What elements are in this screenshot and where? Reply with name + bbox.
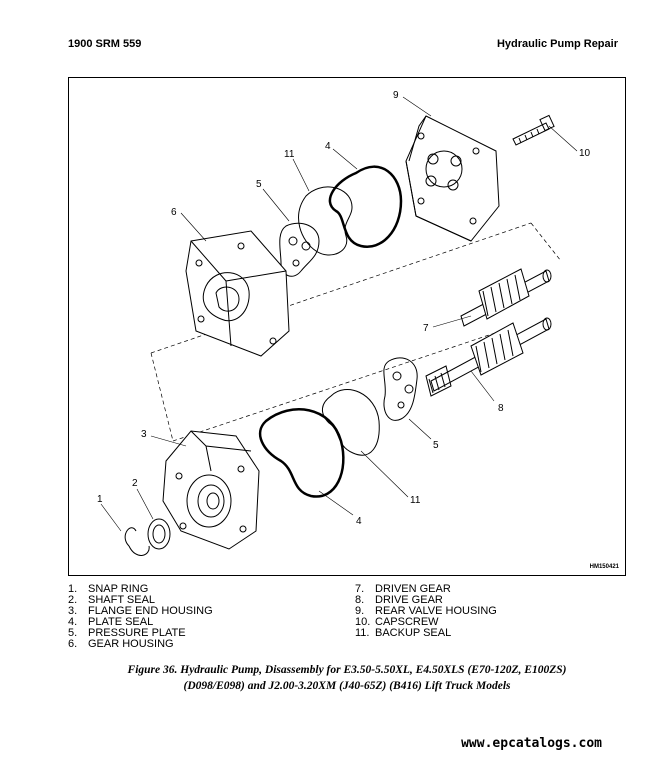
- snap-ring-part: [124, 527, 150, 556]
- legend-label: REAR VALVE HOUSING: [375, 605, 497, 617]
- legend-right-column: 7. DRIVEN GEAR 8. DRIVE GEAR 9. REAR VALVE …: [355, 584, 497, 639]
- callout-4-lower: 4: [356, 516, 362, 527]
- legend-label: DRIVE GEAR: [375, 594, 443, 606]
- legend-num: 3.: [68, 605, 78, 617]
- pressure-plate-upper: [279, 222, 320, 277]
- callout-4-upper: 4: [325, 141, 331, 152]
- gear-housing-part: [185, 230, 290, 357]
- watermark: www.epcatalogs.com: [461, 736, 602, 751]
- caption-line-1: Figure 36. Hydraulic Pump, Disassembly f…: [127, 664, 567, 676]
- rear-valve-housing-part: [405, 115, 500, 242]
- legend-label: SHAFT SEAL: [88, 594, 156, 606]
- callout-3: 3: [141, 429, 147, 440]
- leader-lines: [100, 96, 578, 532]
- legend-num: 9.: [355, 605, 365, 617]
- callout-7: 7: [423, 323, 429, 334]
- callout-9: 9: [393, 90, 399, 101]
- legend-label: SNAP RING: [88, 583, 149, 595]
- legend-num: 2.: [68, 594, 78, 606]
- legend-item: 9. REAR VALVE HOUSING: [355, 606, 497, 617]
- caption-line-2: (D098/E098) and J2.00-3.20XM (J40-65Z) (…: [183, 680, 511, 692]
- callout-6: 6: [171, 207, 177, 218]
- drive-gear-part: [425, 317, 552, 397]
- legend-item: 5. PRESSURE PLATE: [68, 628, 213, 639]
- header-section-title: Hydraulic Pump Repair: [496, 38, 618, 50]
- legend-label: FLANGE END HOUSING: [88, 605, 213, 617]
- legend-num: 6.: [68, 638, 78, 650]
- plate-seal-lower: [259, 408, 345, 498]
- figure-caption: Figure 36. Hydraulic Pump, Disassembly f…: [68, 662, 626, 694]
- legend-num: 5.: [68, 627, 78, 639]
- pressure-plate-lower: [383, 357, 418, 421]
- plate-seal-upper: [328, 165, 403, 249]
- legend-label: PRESSURE PLATE: [88, 627, 186, 639]
- callout-11-lower: 11: [410, 495, 421, 506]
- figure-code: HM150421: [589, 564, 619, 570]
- callout-5-lower: 5: [433, 440, 439, 451]
- callout-10: 10: [579, 148, 591, 159]
- legend-item: 11. BACKUP SEAL: [355, 628, 497, 639]
- flange-end-housing-part: [162, 430, 260, 550]
- legend-num: 7.: [355, 583, 365, 595]
- legend-label: PLATE SEAL: [88, 616, 154, 628]
- legend-num: 4.: [68, 616, 78, 628]
- driven-gear-part: [460, 268, 552, 327]
- backup-seal-upper: [298, 186, 353, 256]
- callout-8: 8: [498, 403, 504, 414]
- capscrew-part: [512, 114, 555, 146]
- legend-item: 1. SNAP RING: [68, 584, 213, 595]
- callout-11-upper: 11: [284, 149, 295, 160]
- legend-num: 8.: [355, 594, 365, 606]
- legend-left-column: 1. SNAP RING 2. SHAFT SEAL 3. FLANGE END HO…: [68, 584, 213, 650]
- legend-num: 11.: [355, 627, 370, 639]
- legend-item: 2. SHAFT SEAL: [68, 595, 213, 606]
- shaft-seal-part: [147, 518, 171, 550]
- legend-item: 8. DRIVE GEAR: [355, 595, 497, 606]
- header-doc-number: 1900 SRM 559: [68, 38, 142, 50]
- callout-2: 2: [132, 478, 138, 489]
- legend-item: 4. PLATE SEAL: [68, 617, 213, 628]
- callout-5-upper: 5: [256, 179, 262, 190]
- legend-label: BACKUP SEAL: [375, 627, 452, 639]
- legend-item: 7. DRIVEN GEAR: [355, 584, 497, 595]
- legend-label: GEAR HOUSING: [88, 638, 174, 650]
- legend-num: 10.: [355, 616, 371, 628]
- legend-num: 1.: [68, 583, 78, 595]
- exploded-diagram: 1 2 3 4 5 6 7 8 9 10 11 4 5 11 HM150421: [68, 77, 626, 576]
- legend-label: CAPSCREW: [375, 616, 439, 628]
- legend-item: 3. FLANGE END HOUSING: [68, 606, 213, 617]
- pump-exploded-view: 1 2 3 4 5 6 7 8 9 10 11 4 5 11: [97, 90, 591, 556]
- legend-item: 6. GEAR HOUSING: [68, 639, 213, 650]
- legend-label: DRIVEN GEAR: [375, 583, 451, 595]
- callout-1: 1: [97, 494, 103, 505]
- legend-item: 10. CAPSCREW: [355, 617, 497, 628]
